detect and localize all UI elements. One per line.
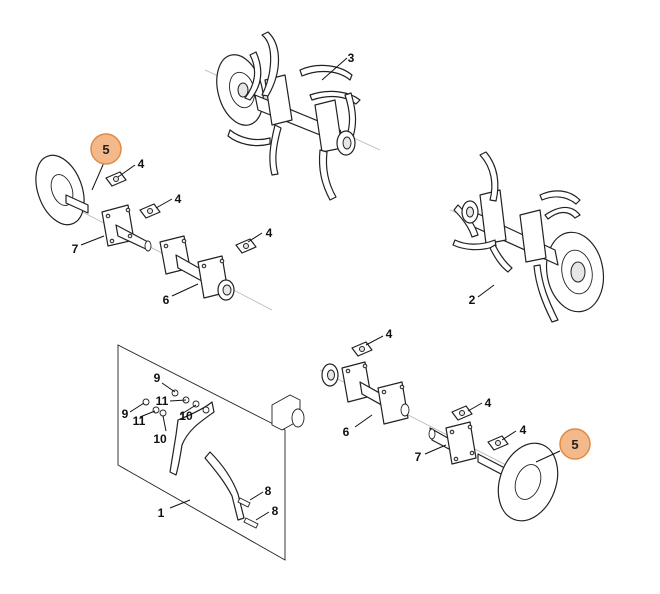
callout-3[interactable]: 3 — [348, 51, 355, 65]
clip-part-4-upper-a[interactable] — [105, 171, 127, 187]
shaft-part-6-upper[interactable] — [159, 235, 235, 301]
shaft-part-6-lower[interactable] — [321, 361, 410, 425]
callout-4-lower-a[interactable]: 4 — [386, 327, 393, 341]
callout-11-upper[interactable]: 11 — [156, 394, 169, 408]
flange-part-7-lower[interactable] — [428, 421, 477, 465]
leader-lines — [80, 57, 561, 521]
callout-4-lower-b[interactable]: 4 — [485, 396, 492, 410]
protective-disc-part-5-lower[interactable] — [477, 435, 568, 529]
callout-5-upper[interactable]: 5 — [102, 142, 109, 157]
clip-part-4-upper-b[interactable] — [139, 203, 161, 219]
callout-9-upper[interactable]: 9 — [154, 371, 161, 385]
callout-10-upper[interactable]: 10 — [179, 409, 193, 423]
callout-2[interactable]: 2 — [469, 293, 476, 307]
clip-part-4-lower-b[interactable] — [451, 405, 473, 421]
callout-labels: 5 5 3 2 1 4 4 4 4 4 4 7 7 6 6 8 8 9 9 11… — [72, 51, 591, 520]
callout-4-lower-c[interactable]: 4 — [520, 423, 527, 437]
callout-5-lower[interactable]: 5 — [571, 437, 578, 452]
callout-4-upper-c[interactable]: 4 — [266, 226, 273, 240]
callout-7-upper[interactable]: 7 — [72, 242, 79, 256]
callout-4-upper-a[interactable]: 4 — [138, 157, 145, 171]
highlight-circle-5-upper[interactable] — [90, 133, 122, 165]
protective-disc-part-5-upper[interactable] — [27, 149, 93, 232]
callout-1[interactable]: 1 — [158, 506, 165, 520]
flange-part-7-upper[interactable] — [101, 204, 152, 252]
callout-6-lower[interactable]: 6 — [343, 425, 350, 439]
clip-part-4-lower-a[interactable] — [351, 341, 373, 357]
callout-6-upper[interactable]: 6 — [163, 293, 170, 307]
callout-10-lower[interactable]: 10 — [153, 432, 167, 446]
callout-9-lower[interactable]: 9 — [122, 407, 129, 421]
callout-11-lower[interactable]: 11 — [133, 414, 146, 428]
callout-8-lower[interactable]: 8 — [272, 504, 279, 518]
callout-8-upper[interactable]: 8 — [265, 484, 272, 498]
tine-set-part-1[interactable] — [117, 344, 305, 561]
clip-part-4-upper-c[interactable] — [235, 238, 257, 254]
callout-7-lower[interactable]: 7 — [415, 450, 422, 464]
tine-assembly-part-2[interactable] — [449, 151, 610, 323]
callout-4-upper-b[interactable]: 4 — [175, 192, 182, 206]
highlight-circle-5-lower[interactable] — [559, 428, 591, 460]
tine-assembly-part-3[interactable] — [204, 31, 381, 201]
